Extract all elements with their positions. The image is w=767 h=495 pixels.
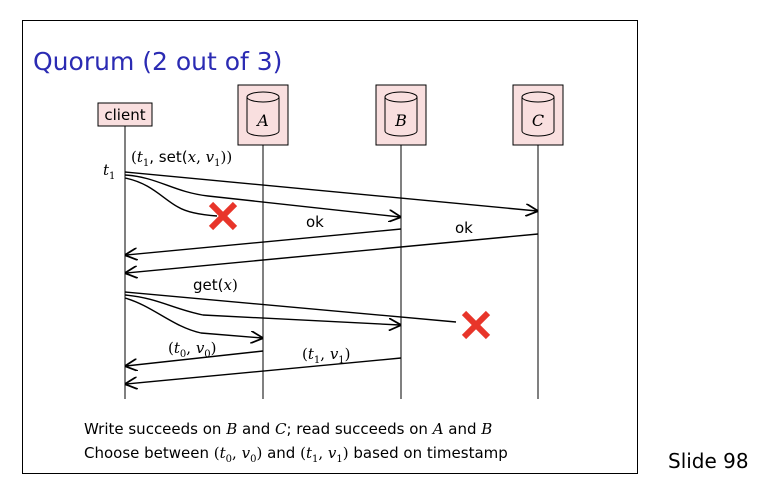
client-node: client xyxy=(97,102,153,127)
database-icon-top xyxy=(384,91,418,103)
message-lost-icon xyxy=(208,201,238,231)
slide-title: Quorum (2 out of 3) xyxy=(33,47,282,76)
write-message-to-b xyxy=(124,174,400,217)
database-icon xyxy=(521,97,555,137)
database-icon-top xyxy=(246,91,280,103)
database-icon-top xyxy=(521,91,555,103)
database-icon xyxy=(246,97,280,137)
ok-from-c-label: ok xyxy=(455,219,473,237)
quorum-sequence-diagram: Quorum (2 out of 3) client A B C t1 (t1,… xyxy=(33,47,564,465)
write-message-to-a-lost xyxy=(124,177,218,217)
caption-line-1: Write succeeds on B and C; read succeeds… xyxy=(84,420,492,438)
replica-a-label: A xyxy=(255,111,269,130)
message-lost-icon xyxy=(461,310,491,340)
database-icon xyxy=(384,97,418,137)
slide-number: Slide 98 xyxy=(668,449,749,473)
read-message-to-b xyxy=(124,294,400,325)
client-label: client xyxy=(104,106,145,124)
ok-message-from-c xyxy=(126,233,539,273)
ok-message-from-b xyxy=(126,228,402,255)
write-request-label: (t1, set(x, v1)) xyxy=(131,148,232,169)
response-message-from-b xyxy=(126,357,402,384)
caption-line-2: Choose between (t0, v0) and (t1, v1) bas… xyxy=(84,444,508,465)
slide-frame: Quorum (2 out of 3) client A B C t1 (t1,… xyxy=(22,20,638,474)
t1-label: t1 xyxy=(103,161,115,182)
replica-a-node: A xyxy=(237,84,289,146)
response-message-from-a xyxy=(126,350,264,366)
replica-b-label: B xyxy=(394,111,407,130)
write-message-to-c xyxy=(124,171,537,211)
replica-b-node: B xyxy=(375,84,427,146)
ok-from-b-label: ok xyxy=(306,213,324,231)
read-message-to-c-lost xyxy=(124,291,457,323)
read-request-label: get(x) xyxy=(193,276,238,294)
read-message-to-a xyxy=(124,297,262,338)
replica-c-node: C xyxy=(512,84,564,146)
replica-c-label: C xyxy=(532,111,544,130)
